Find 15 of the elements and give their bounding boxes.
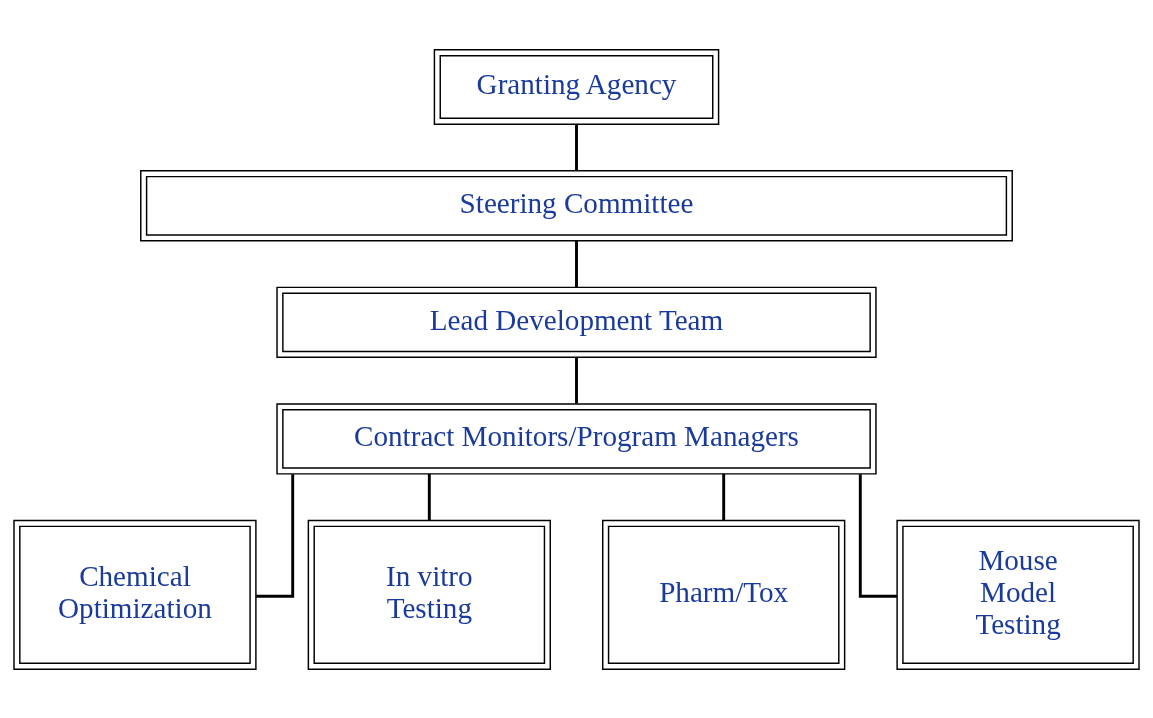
node-box: Steering Committee — [140, 169, 1013, 241]
connector — [858, 473, 897, 598]
node-box: Granting Agency — [433, 48, 720, 125]
connector — [722, 473, 726, 520]
connector — [575, 240, 578, 287]
node-box: Lead Development Team — [276, 286, 877, 358]
connector — [256, 473, 295, 598]
node-box: Chemical Optimization — [13, 519, 257, 670]
node-box: Mouse Model Testing — [896, 519, 1140, 670]
node-box: Pharm/Tox — [602, 519, 846, 670]
node-box: Contract Monitors/Program Managers — [276, 402, 877, 475]
connector — [575, 356, 578, 404]
connector — [427, 473, 431, 520]
connector — [575, 124, 578, 170]
node-box: In vitro Testing — [307, 519, 551, 670]
